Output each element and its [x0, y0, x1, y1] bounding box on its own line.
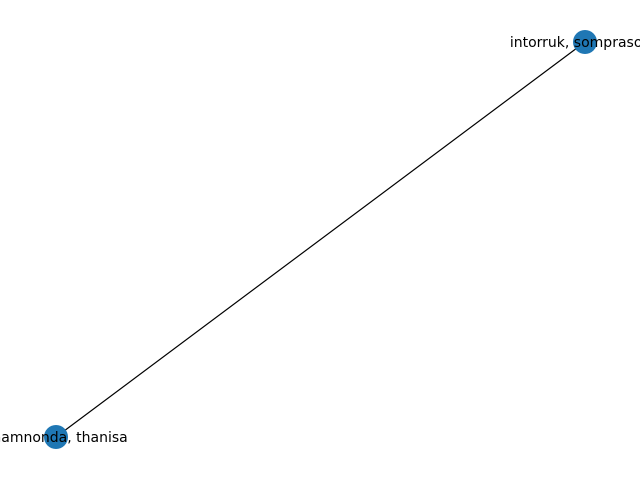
labels-layer: intorruk, somprasong khamnonda, thanisa [0, 35, 640, 446]
graph-edge [55, 41, 586, 438]
node-label: intorruk, somprasong [510, 35, 640, 51]
node-label: khamnonda, thanisa [0, 430, 128, 446]
edges-layer [55, 41, 586, 438]
graph-node [573, 30, 597, 54]
graph-node [44, 425, 68, 449]
nodes-layer [44, 30, 597, 449]
